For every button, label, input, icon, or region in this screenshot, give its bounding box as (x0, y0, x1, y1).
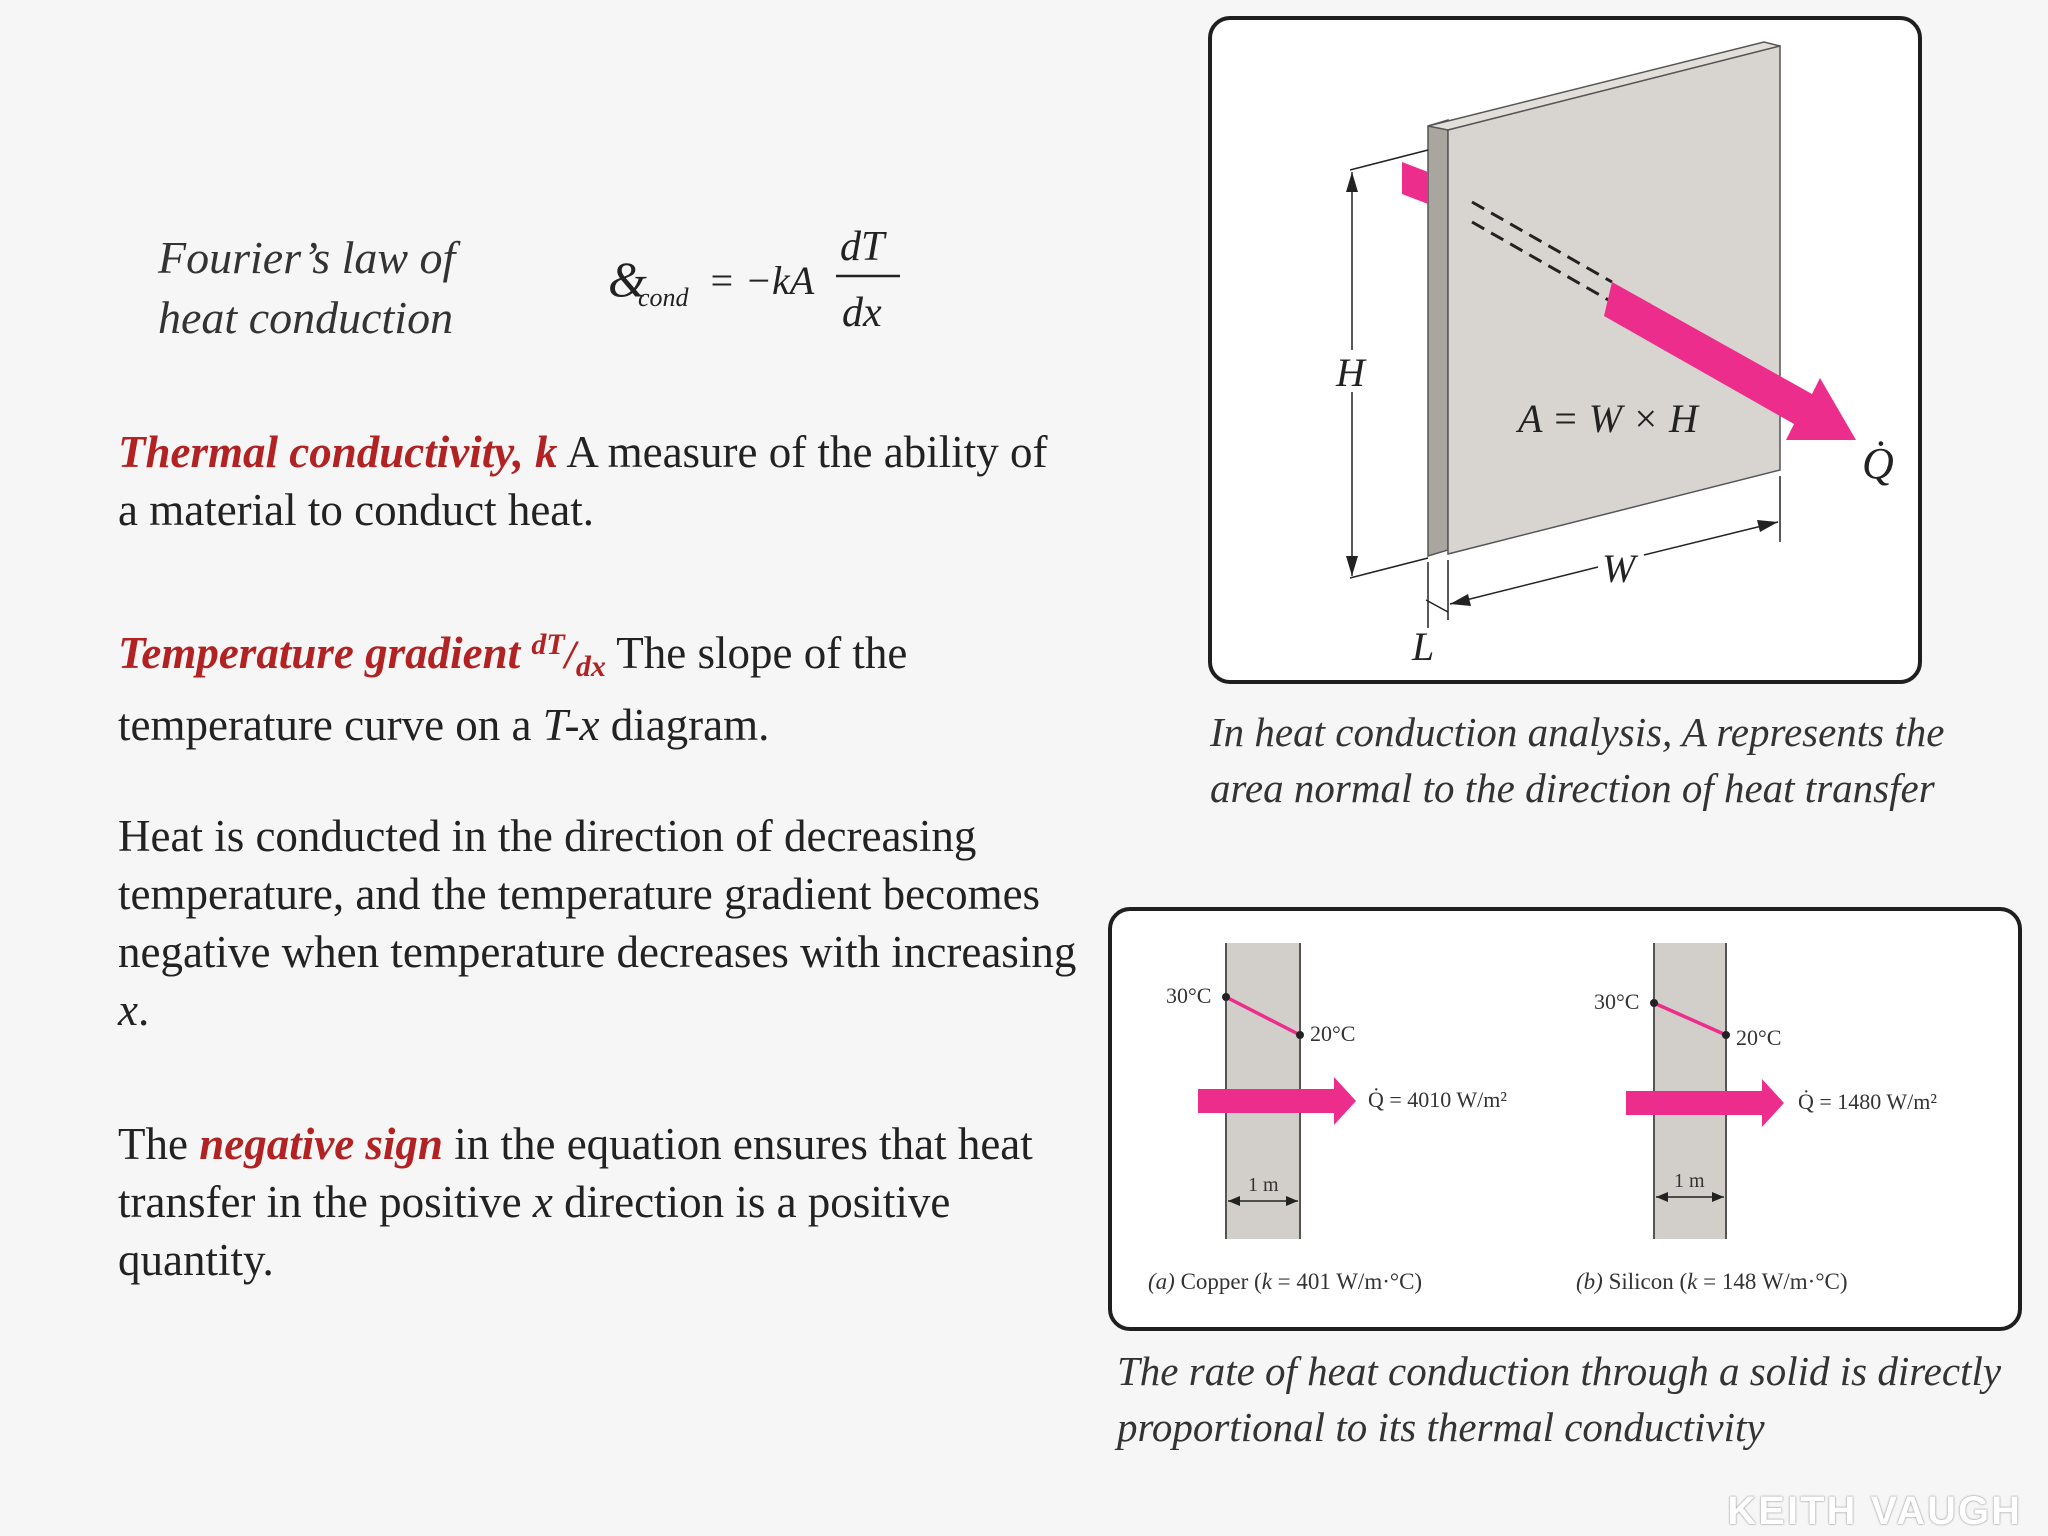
gradient-frac-slash: / (564, 632, 576, 677)
silicon-thickness-arrow-left (1656, 1192, 1668, 1202)
w-dim-line-left (1449, 566, 1599, 605)
silicon-caption-material: Silicon ( (1609, 1269, 1688, 1294)
sign-var: x (532, 1177, 553, 1227)
gradient-frac-den: dx (575, 650, 606, 683)
h-arrowhead-bottom (1346, 556, 1358, 576)
silicon-heat-arrow (1626, 1079, 1784, 1127)
gradient-text-b: diagram. (610, 700, 770, 750)
thermal-conductivity-term: Thermal conductivity, k (118, 427, 558, 477)
copper-cold-point (1296, 1031, 1304, 1039)
label-area: A = W × H (1515, 396, 1700, 441)
copper-hot-point (1222, 993, 1230, 1001)
silicon-caption-letter: (b) (1576, 1269, 1603, 1294)
gradient-text-a: The slope of the temperature curve on a (118, 628, 908, 750)
temperature-gradient-definition: Temperature gradient dT/dx The slope of … (118, 616, 1078, 754)
silicon-thickness-arrow-right (1712, 1192, 1724, 1202)
sign-text-a: The (118, 1119, 188, 1169)
silicon-caption: (b) Silicon (k = 148 W/m·°C) (1576, 1269, 1848, 1294)
copper-thickness-arrow-right (1286, 1196, 1298, 1206)
direction-text-b: . (137, 985, 150, 1035)
direction-var: x (118, 985, 138, 1035)
copper-temp-profile (1225, 995, 1301, 1037)
negative-sign-term: negative sign (199, 1119, 443, 1169)
equation-denominator: dx (842, 290, 882, 336)
silicon-hot-point (1650, 999, 1658, 1007)
copper-t-hot: 30°C (1166, 983, 1211, 1008)
conductivity-comparison-diagram: 30°C 20°C Q̇ = 4010 W/m² 1 m (a) Copper … (1148, 943, 1937, 1294)
equation-numerator: dT (840, 224, 887, 270)
silicon-t-cold: 20°C (1736, 1025, 1781, 1050)
h-extension-bottom (1349, 557, 1429, 579)
equation-q-symbol: & (608, 251, 647, 307)
silicon-caption-k: k (1687, 1269, 1698, 1294)
l-dim-line (1425, 599, 1449, 613)
label-L: L (1411, 624, 1434, 669)
conductivity-comparison-figure: 30°C 20°C Q̇ = 4010 W/m² 1 m (a) Copper … (1108, 907, 2022, 1331)
heat-arrow-entry (1402, 162, 1428, 204)
silicon-q-label: Q̇ = 1480 W/m² (1798, 1089, 1937, 1114)
negative-sign-paragraph: The negative sign in the equation ensure… (118, 1115, 1078, 1289)
heat-direction-paragraph: Heat is conducted in the direction of de… (118, 807, 1078, 1039)
copper-t-cold: 20°C (1310, 1021, 1355, 1046)
sign-text-b: in the equation ensures that heat transf… (118, 1119, 1033, 1227)
label-Q: Q̇ (1862, 439, 1894, 488)
copper-caption-value: = 401 W/m·°C) (1278, 1269, 1422, 1294)
equation-q-subscript: cond (638, 283, 690, 312)
panel-silicon: 30°C 20°C Q̇ = 1480 W/m² 1 m (b) Silicon… (1576, 943, 1937, 1294)
fourier-title-line1: Fourier’s law of (158, 232, 456, 283)
plane-wall-figure: H W L A = W × H Q̇ (1208, 16, 1922, 684)
w-arrowhead-left (1450, 594, 1471, 606)
copper-caption-material: Copper ( (1181, 1269, 1262, 1294)
gradient-text-var: T-x (542, 700, 600, 750)
sign-text-c: direction is a positive quantity. (118, 1177, 951, 1285)
fourier-title-line2: heat conduction (158, 292, 454, 343)
label-W: W (1602, 546, 1639, 591)
silicon-temp-profile (1653, 1001, 1727, 1037)
heat-arrow-exit (1604, 282, 1856, 440)
copper-caption-letter: (a) (1148, 1269, 1175, 1294)
w-dim-line-right (1643, 521, 1779, 556)
fourier-equation: & cond = −kA dT dx (608, 224, 900, 336)
label-H: H (1335, 350, 1367, 395)
direction-text-a: Heat is conducted in the direction of de… (118, 811, 1077, 977)
fourier-law-title: Fourier’s law of heat conduction (158, 228, 455, 348)
gradient-frac-num: dT (531, 628, 565, 661)
figure1-caption: In heat conduction analysis, A represent… (1210, 709, 1945, 811)
figure2-caption: The rate of heat conduction through a so… (1117, 1348, 2002, 1450)
copper-thickness-arrow-left (1228, 1196, 1240, 1206)
silicon-thickness: 1 m (1674, 1170, 1705, 1192)
silicon-caption-value: = 148 W/m·°C) (1703, 1269, 1847, 1294)
copper-q-label: Q̇ = 4010 W/m² (1368, 1087, 1507, 1112)
hidden-path-line-1 (1471, 200, 1613, 284)
panel-copper: 30°C 20°C Q̇ = 4010 W/m² 1 m (a) Copper … (1148, 943, 1507, 1294)
copper-caption: (a) Copper (k = 401 W/m·°C) (1148, 1269, 1422, 1294)
plane-wall-diagram: H W L A = W × H Q̇ (1335, 41, 1894, 669)
author-watermark: KEITH VAUGH (1727, 1489, 2022, 1533)
equation-rhs: = −kA (708, 258, 815, 303)
thermal-conductivity-text: A measure of the ability of a material t… (118, 427, 1048, 535)
silicon-t-hot: 30°C (1594, 989, 1639, 1014)
h-arrowhead-top (1346, 172, 1358, 192)
hidden-path-line-2 (1471, 220, 1613, 304)
wall-side-face (1427, 118, 1449, 558)
silicon-cold-point (1722, 1031, 1730, 1039)
copper-thickness: 1 m (1248, 1174, 1279, 1196)
copper-caption-k: k (1262, 1269, 1273, 1294)
thermal-conductivity-definition: Thermal conductivity, k A measure of the… (118, 423, 1078, 539)
w-arrowhead-right (1757, 520, 1778, 532)
h-extension-top (1349, 149, 1429, 171)
copper-heat-arrow (1198, 1077, 1356, 1125)
temperature-gradient-term: Temperature gradient (118, 628, 521, 678)
